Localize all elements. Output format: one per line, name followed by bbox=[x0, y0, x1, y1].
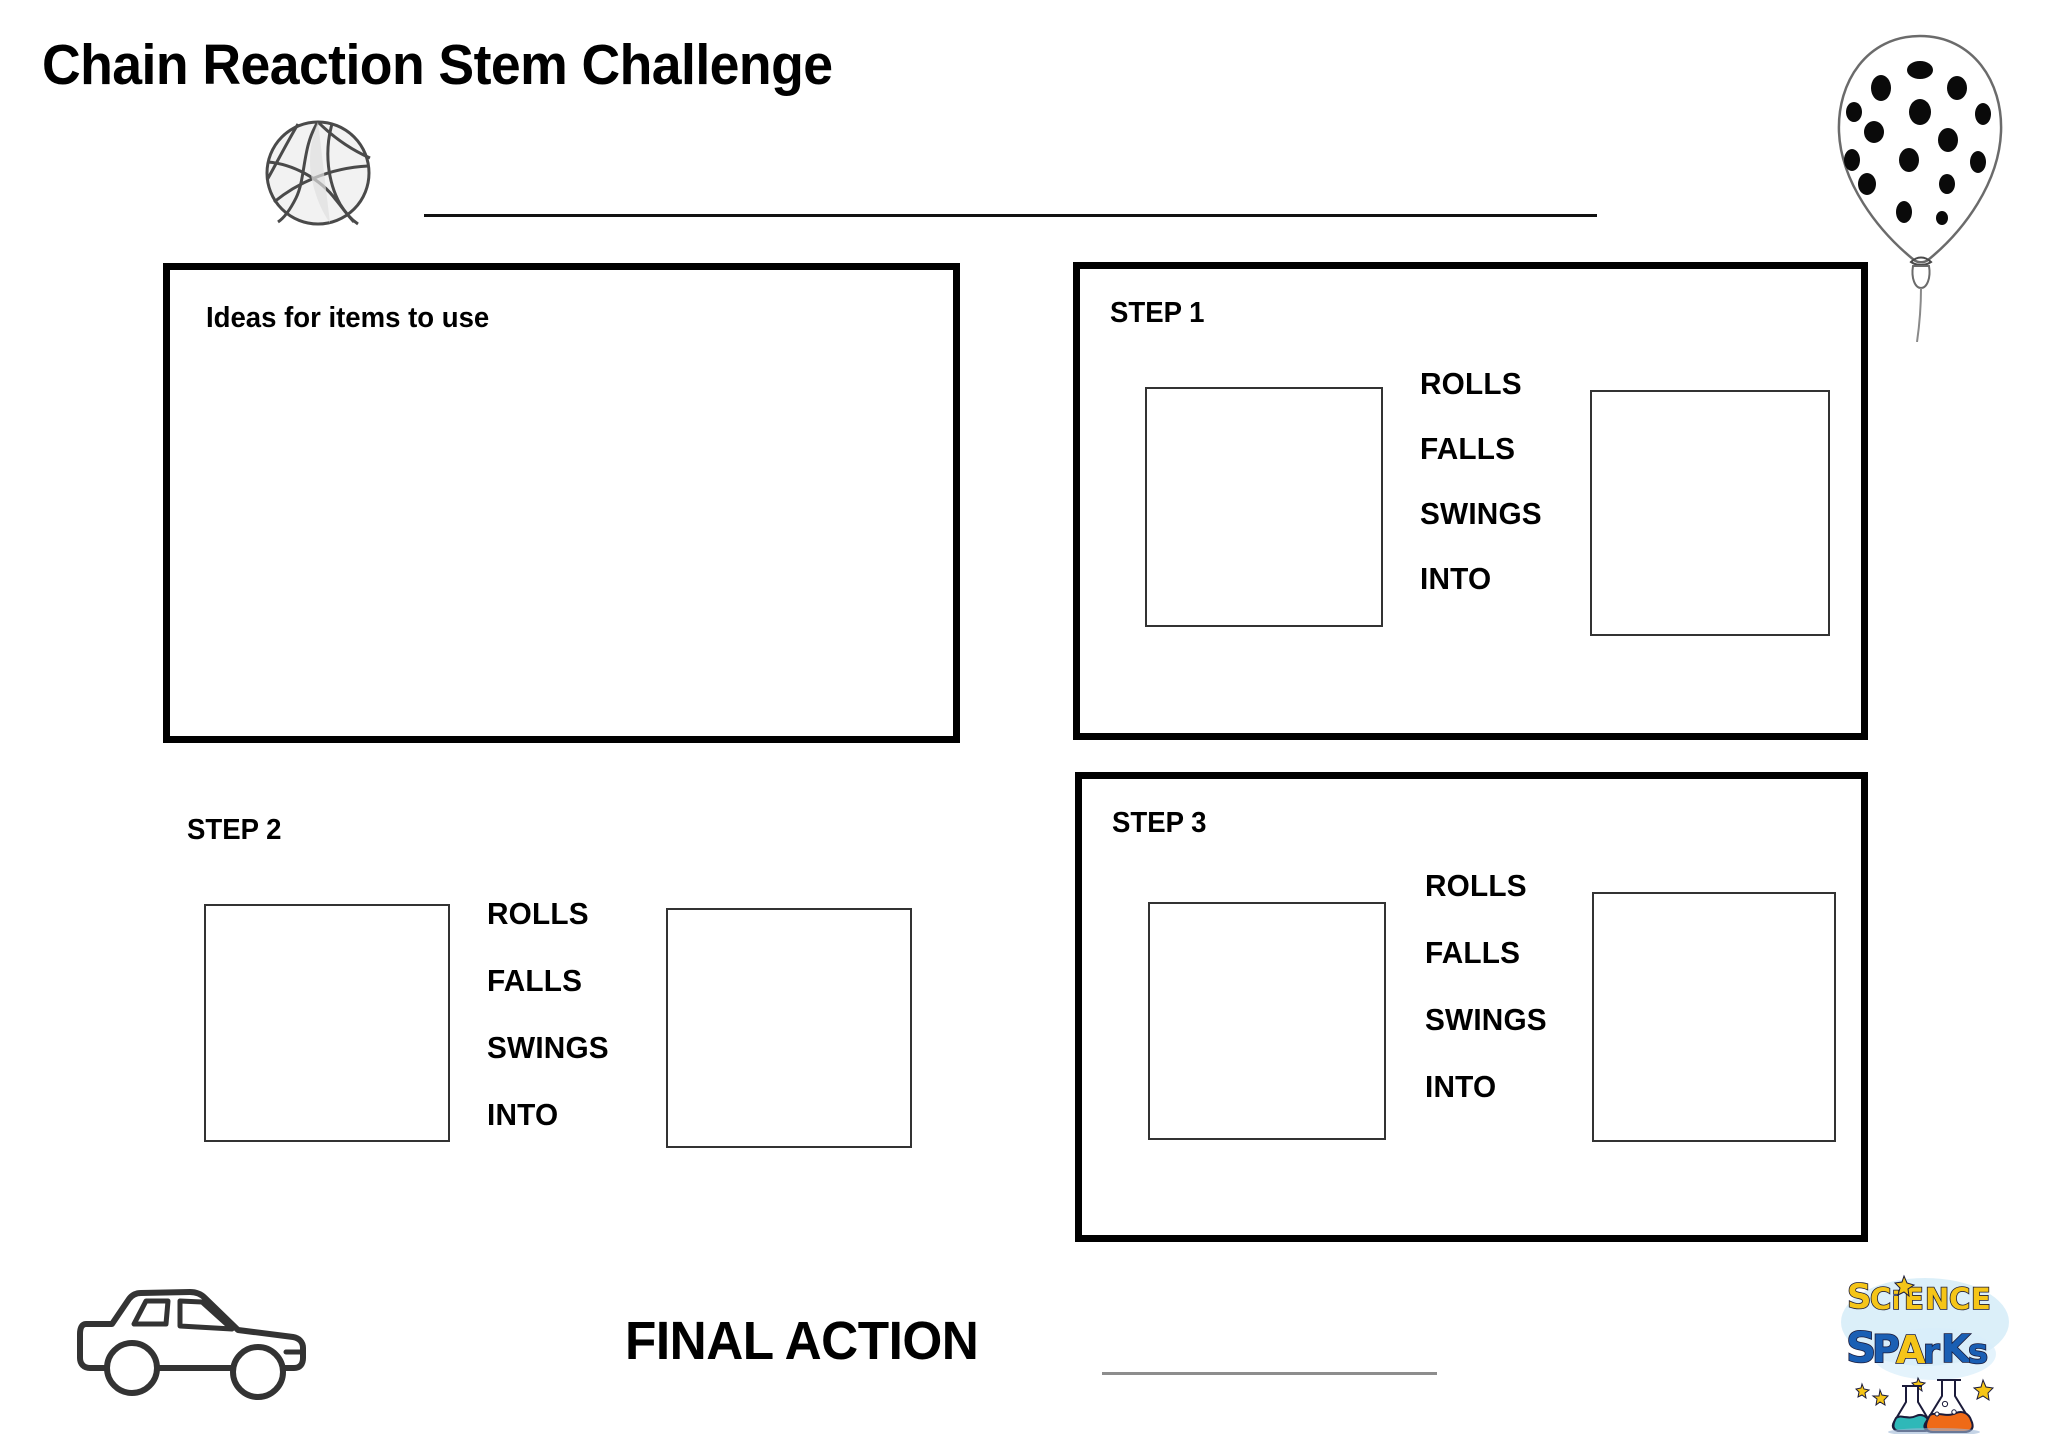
step-1-drawing-box-right[interactable] bbox=[1590, 390, 1830, 636]
step-1-verb-list: ROLLS FALLS SWINGS INTO bbox=[1420, 368, 1547, 628]
verb-rolls[interactable]: ROLLS bbox=[1425, 868, 1527, 903]
page-title: Chain Reaction Stem Challenge bbox=[42, 33, 833, 97]
verb-falls[interactable]: FALLS bbox=[487, 963, 583, 998]
final-action-write-line[interactable] bbox=[1102, 1372, 1437, 1375]
svg-text:A: A bbox=[1896, 1328, 1926, 1372]
svg-text:C: C bbox=[1870, 1282, 1891, 1316]
step-2-drawing-box-right[interactable] bbox=[666, 908, 912, 1148]
step-1-label: STEP 1 bbox=[1110, 297, 1205, 329]
verb-into[interactable]: INTO bbox=[1425, 1069, 1497, 1104]
name-write-line[interactable] bbox=[424, 214, 1597, 217]
step-3-label: STEP 3 bbox=[1112, 807, 1207, 839]
ideas-for-items-panel[interactable]: Ideas for items to use bbox=[163, 263, 960, 743]
verb-falls[interactable]: FALLS bbox=[1420, 431, 1516, 466]
svg-text:N: N bbox=[1925, 1282, 1949, 1316]
step-2-verb-list: ROLLS FALLS SWINGS INTO bbox=[487, 898, 614, 1166]
final-action-label: FINAL ACTION bbox=[625, 1311, 979, 1371]
svg-text:i: i bbox=[1892, 1287, 1900, 1315]
verb-into[interactable]: INTO bbox=[487, 1097, 559, 1132]
verb-into[interactable]: INTO bbox=[1420, 561, 1492, 596]
verb-rolls[interactable]: ROLLS bbox=[487, 896, 589, 931]
verb-swings[interactable]: SWINGS bbox=[1425, 1002, 1547, 1037]
svg-text:r: r bbox=[1923, 1332, 1940, 1372]
balloon-icon bbox=[1825, 22, 2015, 343]
svg-text:C: C bbox=[1949, 1282, 1970, 1316]
svg-text:S: S bbox=[1846, 1323, 1876, 1372]
ball-icon bbox=[262, 118, 374, 228]
verb-swings[interactable]: SWINGS bbox=[487, 1030, 609, 1065]
svg-text:P: P bbox=[1872, 1327, 1900, 1371]
svg-text:K: K bbox=[1941, 1327, 1972, 1371]
step-1-drawing-box-left[interactable] bbox=[1145, 387, 1383, 627]
step-3-verb-list: ROLLS FALLS SWINGS INTO bbox=[1425, 870, 1552, 1138]
car-icon bbox=[62, 1282, 307, 1400]
step-2-drawing-box-left[interactable] bbox=[204, 904, 450, 1142]
verb-falls[interactable]: FALLS bbox=[1425, 935, 1521, 970]
verb-rolls[interactable]: ROLLS bbox=[1420, 366, 1522, 401]
svg-text:s: s bbox=[1968, 1332, 1988, 1372]
step-3-drawing-box-left[interactable] bbox=[1148, 902, 1386, 1140]
svg-text:S: S bbox=[1847, 1277, 1872, 1317]
science-sparks-logo: S C i E N C E S P A r K s bbox=[1838, 1262, 2012, 1436]
svg-text:E: E bbox=[1971, 1282, 1991, 1316]
step-2-label: STEP 2 bbox=[187, 814, 282, 846]
ideas-panel-label: Ideas for items to use bbox=[206, 302, 490, 334]
verb-swings[interactable]: SWINGS bbox=[1420, 496, 1542, 531]
step-3-drawing-box-right[interactable] bbox=[1592, 892, 1836, 1142]
